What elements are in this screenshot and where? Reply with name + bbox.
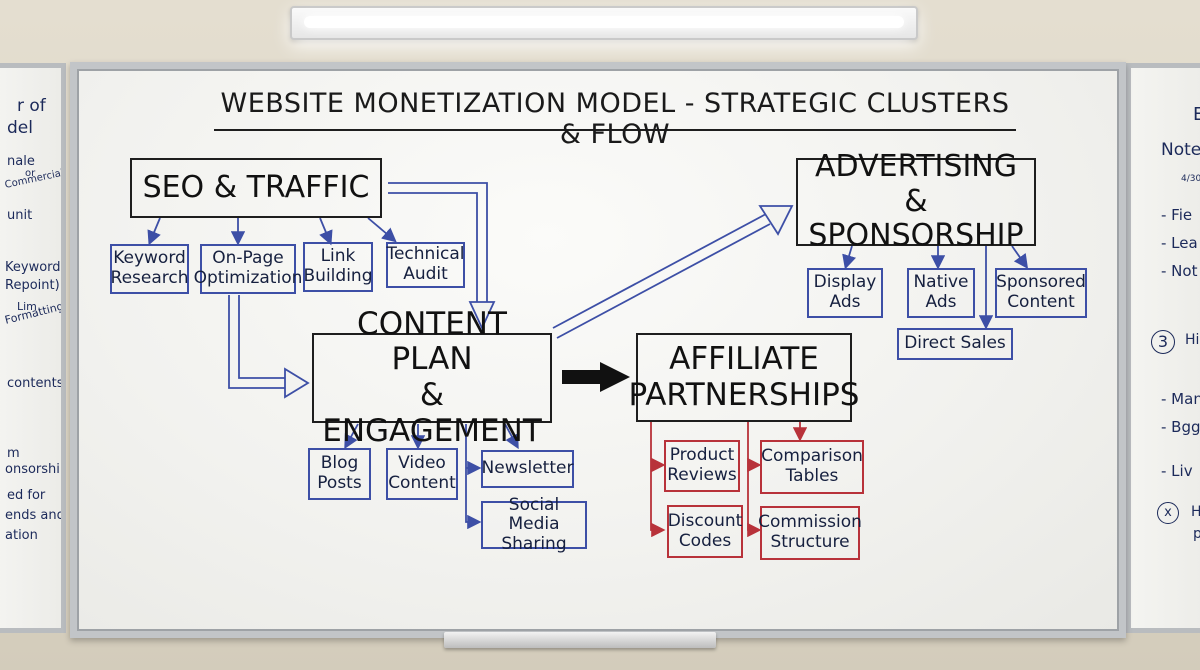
seo-connectors	[147, 217, 397, 246]
right-note: Hi	[1185, 332, 1200, 348]
right-note: Note	[1161, 140, 1200, 160]
right-note: 4/30	[1181, 174, 1200, 184]
commission-structure-box: Commission Structure	[758, 506, 862, 560]
technical-audit-box: Technical Audit	[386, 242, 465, 288]
right-note: - Lea	[1161, 234, 1198, 252]
right-note: - Man	[1161, 390, 1200, 408]
right-note: Hi	[1191, 504, 1200, 520]
on-page-optimization-box: On-Page Optimization	[194, 244, 302, 294]
left-note: Lim	[17, 300, 37, 313]
left-note: Repoint)	[5, 278, 60, 293]
left-note: or	[25, 168, 36, 179]
left-note: Keyword	[5, 260, 61, 275]
left-note: ed for	[7, 488, 46, 503]
video-content-box: Video Content	[386, 448, 458, 500]
display-ads-box: Display Ads	[807, 268, 883, 318]
seo-to-content-arrow	[388, 182, 496, 331]
right-whiteboard: E Note 4/30 - Fie - Lea - Not 3 Hi - Man…	[1126, 63, 1200, 633]
content-connectors	[344, 423, 519, 530]
blog-posts-box: Blog Posts	[308, 448, 371, 500]
onpage-to-content-arrow	[228, 295, 310, 399]
direct-sales-box: Direct Sales	[897, 328, 1013, 360]
right-note: - Liv	[1161, 462, 1193, 480]
product-reviews-box: Product Reviews	[664, 440, 740, 492]
left-note: ends and	[5, 508, 65, 523]
diagram-title: WEBSITE MONETIZATION MODEL - STRATEGIC C…	[220, 88, 1010, 150]
right-note: x	[1157, 502, 1179, 524]
left-note: onsorship)	[5, 462, 61, 477]
right-note: 3	[1151, 330, 1175, 354]
left-note: unit	[7, 208, 33, 223]
comparison-tables-box: Comparison Tables	[760, 440, 864, 494]
keyword-research-box: Keyword Research	[110, 244, 189, 294]
sponsored-content-box: Sponsored Content	[995, 268, 1087, 318]
left-note: r of	[17, 96, 46, 116]
left-note: contents	[7, 376, 64, 391]
content-plan-hub: CONTENT PLAN & ENGAGEMENT	[312, 306, 552, 448]
right-note: E	[1193, 104, 1200, 125]
ads-connectors	[842, 245, 1029, 330]
native-ads-box: Native Ads	[907, 268, 975, 318]
affiliate-partnerships-hub: AFFILIATE PARTNERSHIPS	[629, 333, 859, 422]
newsletter-box: Newsletter	[481, 450, 574, 488]
left-note: m	[7, 446, 20, 461]
marker-tray	[444, 632, 716, 648]
right-note: - Not	[1161, 262, 1198, 280]
ceiling-light	[290, 6, 918, 40]
left-whiteboard: r of del nale or Commercialized unit Key…	[0, 63, 66, 633]
right-note: p	[1193, 526, 1200, 542]
content-to-ads-arrow	[552, 205, 794, 339]
left-note: ation	[5, 528, 38, 543]
discount-codes-box: Discount Codes	[667, 505, 743, 558]
left-note: nale	[7, 154, 35, 169]
content-to-affiliate-arrow	[562, 362, 630, 392]
light-tube	[304, 16, 904, 28]
social-media-sharing-box: Social Media Sharing	[481, 495, 587, 554]
advertising-sponsorship-hub: ADVERTISING & SPONSORSHIP	[796, 150, 1036, 253]
left-note: del	[7, 118, 33, 138]
right-note: - Fie	[1161, 206, 1193, 224]
affiliate-connectors	[650, 422, 808, 538]
seo-traffic-hub: SEO & TRAFFIC	[130, 158, 382, 218]
right-note: - Bgg	[1161, 418, 1200, 436]
link-building-box: Link Building	[303, 242, 373, 292]
